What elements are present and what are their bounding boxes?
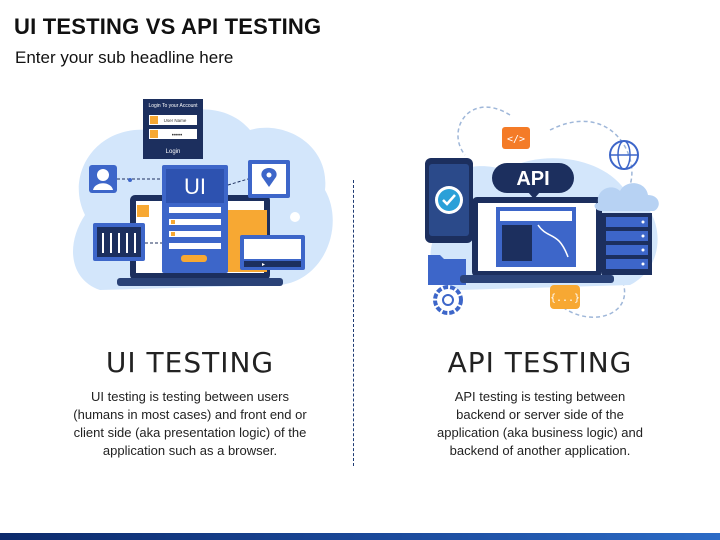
login-card-title: Login To your Account <box>148 103 198 109</box>
map-pin-card <box>248 160 290 198</box>
server-icon <box>602 213 652 275</box>
ui-badge-text: UI <box>184 174 206 199</box>
api-badge-text: API <box>516 168 549 190</box>
json-icon: {...} <box>550 285 580 309</box>
page-title: UI TESTING VS API TESTING <box>14 14 322 39</box>
phone-icon <box>425 158 473 243</box>
video-player-card <box>240 235 305 270</box>
api-testing-illustration: </> API <box>425 106 659 318</box>
ui-testing-description: UI testing is testing between users (hum… <box>73 389 307 458</box>
page-subtitle: Enter your sub headline here <box>15 48 234 67</box>
footer-bar <box>0 533 720 540</box>
api-testing-description: API testing is testing between backend o… <box>437 389 643 458</box>
code-icon: </> <box>502 127 530 149</box>
api-badge: API <box>492 163 574 199</box>
user-avatar-icon <box>89 165 117 193</box>
globe-icon <box>609 140 639 170</box>
equalizer-card <box>93 223 145 261</box>
cloud-icon <box>594 183 659 211</box>
laptop-icon <box>460 197 614 283</box>
ui-window: UI <box>162 165 228 273</box>
column-divider <box>353 180 354 466</box>
login-card: Login To your Account User Name ••••• Lo… <box>143 99 203 159</box>
api-testing-heading: API TESTING <box>447 346 633 379</box>
password-mask: ••••• <box>172 133 183 139</box>
gear-icon <box>433 285 463 315</box>
login-button-label: Login <box>166 149 181 155</box>
ui-testing-illustration: Login To your Account User Name ••••• Lo… <box>73 99 333 290</box>
folder-icon <box>428 255 466 285</box>
json-badge-text: {...} <box>550 293 580 304</box>
username-placeholder: User Name <box>164 118 187 123</box>
code-badge-text: </> <box>507 134 525 145</box>
ui-testing-heading: UI TESTING <box>105 346 275 379</box>
